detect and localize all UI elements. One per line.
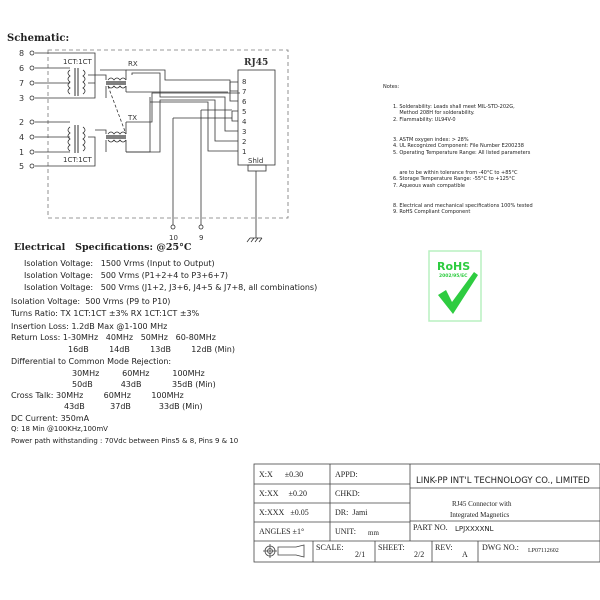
projection-symbol-icon — [263, 544, 305, 558]
shield-tab — [247, 164, 267, 172]
label: DWG NO.: — [482, 543, 519, 552]
label: Isolation Voltage: 500 Vrms (J1+2, J3+6,… — [24, 283, 318, 292]
label: 7. Aqueous wash compatible — [393, 182, 465, 189]
label: 2/2 — [414, 550, 425, 559]
rx-label: RX — [128, 60, 138, 68]
label: Isolation Voltage: 500 Vrms (P9 to P10) — [11, 297, 171, 306]
label: ANGLES ±1° — [259, 527, 305, 536]
pin-label: 6 — [19, 64, 24, 73]
label: 3 — [242, 128, 246, 136]
label: 2/1 — [355, 550, 366, 559]
shield-label: Shld — [248, 157, 263, 165]
pin-label: 7 — [19, 79, 24, 88]
label: SHEET: — [378, 543, 405, 552]
label: 6. Storage Temperature Range: -55°C to +… — [393, 176, 515, 183]
label: 5. Operating Temperature Range: All list… — [393, 149, 531, 156]
label: Isolation Voltage: 500 Vrms (P1+2+4 to P… — [24, 271, 229, 280]
label: Differential to Common Mode Rejection: — [11, 357, 172, 366]
label: A — [462, 550, 468, 559]
label: 7 — [242, 88, 246, 96]
label: Q: 18 Min @100KHz,100mV — [11, 425, 108, 433]
label: Method 208H for solderability. — [393, 110, 475, 117]
notes: Notes: 1. Solderability: Leads shall mee… — [383, 84, 533, 229]
label: 9. RoHS Compliant Component — [393, 209, 471, 216]
label: 5 — [242, 108, 246, 116]
label: 10 — [169, 234, 178, 242]
label: 30MHz 60MHz 100MHz — [72, 369, 205, 378]
label: Cross Talk: 30MHz 60MHz 100MHz — [11, 391, 184, 400]
rohs-logo: RoHS 2002/95/EC — [428, 250, 482, 322]
svg-text:RoHS: RoHS — [437, 260, 470, 273]
pin-label: 8 — [19, 49, 24, 58]
rj45-label: RJ45 — [244, 58, 268, 68]
label: REV: — [435, 543, 453, 552]
label: X:XXX ±0.05 — [259, 508, 309, 517]
label: 8. Electrical and mechanical specificati… — [393, 202, 533, 209]
label: 8 — [242, 78, 246, 86]
label: CHKD: — [335, 489, 360, 498]
label: Power path withstanding : 70Vdc between … — [11, 437, 239, 445]
pin-label: 4 — [19, 133, 24, 142]
label: are to be within tolerance from -40°C to… — [393, 169, 518, 176]
label: 2. Flammability: UL94V-0 — [393, 116, 456, 123]
pin-label: 2 — [19, 118, 24, 127]
part-number: LPJXXXXNL — [455, 525, 494, 533]
label: 6 — [242, 98, 247, 106]
label: 2 — [242, 138, 246, 146]
schematic-title: Schematic: — [7, 33, 70, 44]
label: X:XX ±0.20 — [259, 489, 307, 498]
label: mm — [368, 529, 379, 537]
label: Notes: — [383, 84, 400, 90]
label: Turns Ratio: TX 1CT:1CT ±3% RX 1CT:1CT ±… — [11, 309, 200, 318]
label: Return Loss: 1-30MHz 40MHz 50MHz 60-80MH… — [11, 333, 216, 342]
tx-label: TX — [127, 114, 137, 122]
label: UNIT: — [335, 527, 356, 536]
pin-label: 3 — [19, 94, 24, 103]
label: SCALE: — [316, 543, 344, 552]
label: 1 — [242, 148, 246, 156]
svg-text:2002/95/EC: 2002/95/EC — [439, 273, 468, 279]
drawing-number: LP07112602 — [528, 548, 559, 554]
company-name: LINK-PP INT'L TECHNOLOGY CO., LIMITED — [416, 476, 590, 486]
label: DC Current: 350mA — [11, 414, 90, 423]
pin-label: 5 — [19, 162, 24, 171]
check-icon — [438, 272, 478, 314]
specs-title: Electrical Specifications: @25°C — [14, 242, 192, 253]
ground-icon — [246, 171, 263, 243]
label: 4. UL Recognized Component: File Number … — [393, 143, 524, 150]
label: Integrated Magnetics — [450, 511, 510, 519]
label: Isolation Voltage: 1500 Vrms (Input to O… — [24, 259, 215, 268]
label: 16dB 14dB 13dB 12dB (Min) — [68, 345, 235, 354]
label: 4 — [242, 118, 247, 126]
label: 43dB 37dB 33dB (Min) — [64, 402, 203, 411]
label: RJ45 Connector with — [452, 500, 512, 508]
label: PART NO. — [413, 523, 448, 532]
magnetics-outline — [47, 49, 289, 219]
ratio-label: 1CT:1CT — [63, 58, 93, 66]
ratio-label: 1CT:1CT — [63, 156, 93, 164]
label: DR: Jami — [335, 508, 368, 517]
label: 1. Solderability: Leads shall meet MIL-S… — [393, 103, 515, 110]
label: X:X ±0.30 — [259, 470, 304, 479]
label: 3. ASTM oxygen index: > 28% — [393, 136, 469, 143]
pin-label: 1 — [19, 148, 24, 157]
label: APPD: — [335, 470, 358, 479]
label: Insertion Loss: 1.2dB Max @1-100 MHz — [11, 322, 168, 331]
label: 9 — [199, 234, 203, 242]
label: 50dB 43dB 35dB (Min) — [72, 380, 216, 389]
